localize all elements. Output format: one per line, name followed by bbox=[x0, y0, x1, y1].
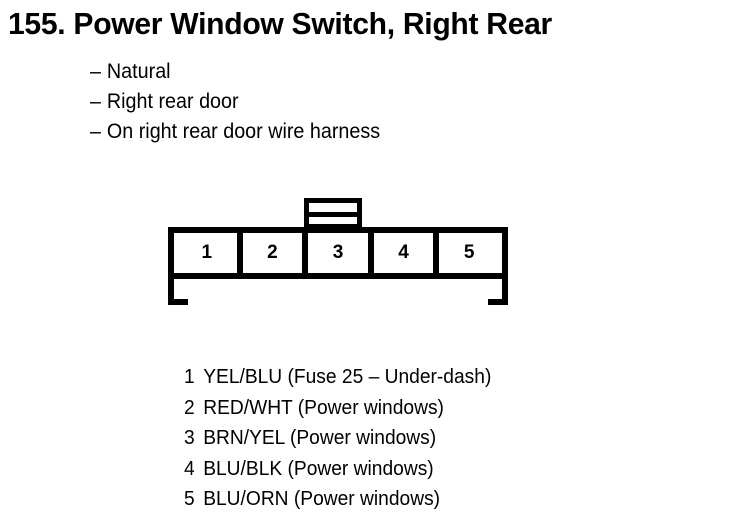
attribute-item: –Natural bbox=[90, 57, 380, 87]
pin-legend-number: 2 bbox=[184, 396, 195, 419]
pin-number: 5 bbox=[463, 242, 475, 263]
dash-marker: – bbox=[90, 120, 101, 143]
key-tab-rib bbox=[309, 212, 357, 217]
pin-number: 1 bbox=[201, 242, 213, 263]
pin-legend-row: 3 BRN/YEL (Power windows) bbox=[184, 423, 491, 454]
connector-latch-wing-left bbox=[168, 227, 188, 305]
pin-legend-number: 3 bbox=[184, 427, 195, 449]
pin-legend-row: 5 BLU/ORN (Power windows) bbox=[184, 484, 491, 515]
pin-legend-text: BLU/ORN (Power windows) bbox=[203, 488, 441, 510]
connector-pin-2: 2 bbox=[236, 227, 306, 279]
pin-number: 2 bbox=[267, 242, 278, 263]
attribute-item: –Right rear door bbox=[90, 87, 380, 117]
connector-pin-row: 1 2 3 4 5 bbox=[174, 227, 502, 279]
page-title: 155. Power Window Switch, Right Rear bbox=[8, 6, 552, 41]
pin-legend-number: 4 bbox=[184, 457, 195, 480]
connector-key-tab-icon bbox=[304, 198, 362, 232]
pin-legend-row: 2 RED/WHT (Power windows) bbox=[184, 393, 491, 424]
connector-bottom-shelf bbox=[182, 273, 494, 279]
pin-legend-row: 4 BLU/BLK (Power windows) bbox=[184, 454, 491, 485]
pin-legend-text: BRN/YEL (Power windows) bbox=[203, 427, 437, 449]
attribute-label: Right rear door bbox=[106, 90, 239, 113]
pin-number: 4 bbox=[398, 242, 409, 263]
pin-legend-text: YEL/BLU (Fuse 25 – Under-dash) bbox=[203, 366, 492, 388]
connector-latch-wing-right bbox=[488, 227, 508, 305]
connector-pin-5: 5 bbox=[433, 227, 502, 279]
pin-legend-text: BLU/BLK (Power windows) bbox=[203, 457, 434, 480]
key-tab-rib bbox=[309, 224, 357, 229]
attribute-label: On right rear door wire harness bbox=[106, 120, 381, 143]
dash-marker: – bbox=[90, 60, 101, 83]
pin-legend-text: RED/WHT (Power windows) bbox=[203, 396, 444, 419]
pin-number: 3 bbox=[332, 242, 344, 263]
connector-pin-3: 3 bbox=[302, 227, 371, 279]
attribute-label: Natural bbox=[106, 60, 171, 83]
pin-legend-list: 1 YEL/BLU (Fuse 25 – Under-dash) 2 RED/WHT… bbox=[184, 362, 504, 515]
attribute-item: –On right rear door wire harness bbox=[90, 117, 380, 147]
dash-marker: – bbox=[90, 90, 101, 113]
connector-diagram: 1 2 3 4 5 bbox=[168, 198, 508, 308]
pin-legend-number: 5 bbox=[184, 488, 195, 510]
connector-pin-4: 4 bbox=[367, 227, 437, 279]
connector-pin-1: 1 bbox=[174, 233, 240, 273]
attribute-list: –Natural –Right rear door –On right rear… bbox=[90, 57, 399, 147]
pin-legend-number: 1 bbox=[184, 366, 195, 388]
pin-legend-row: 1 YEL/BLU (Fuse 25 – Under-dash) bbox=[184, 362, 491, 393]
